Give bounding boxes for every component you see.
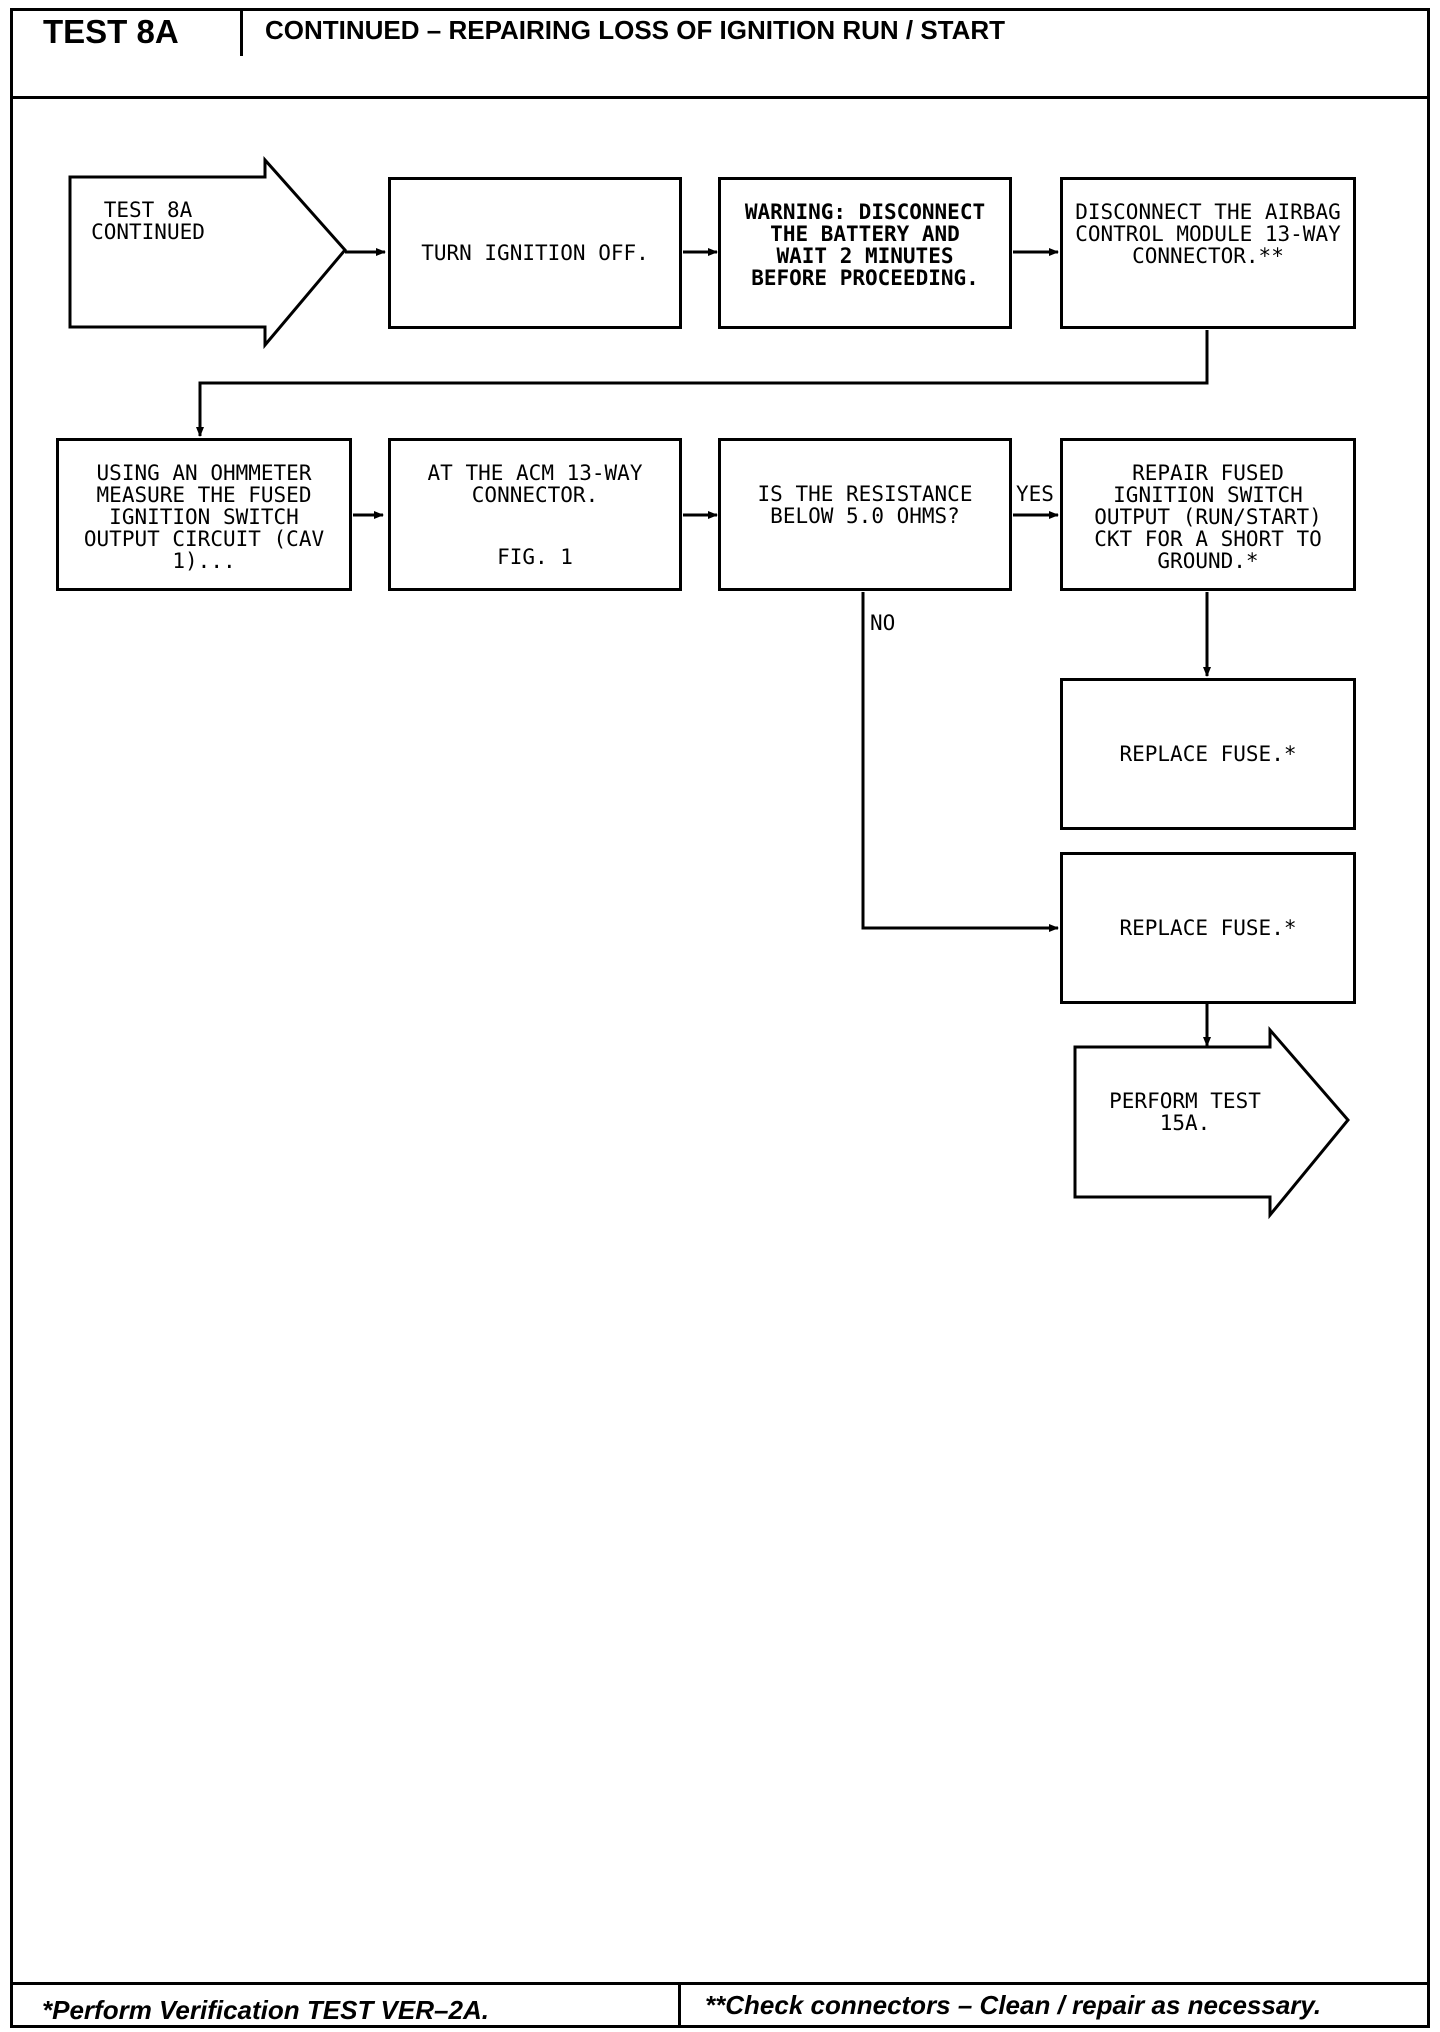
arrow-decision-no xyxy=(861,592,1059,932)
step-warning: WARNING: DISCONNECT THE BATTERY AND WAIT… xyxy=(718,177,1012,329)
step-disconnect-connector: DISCONNECT THE AIRBAG CONTROL MODULE 13-… xyxy=(1060,177,1356,329)
label-no: NO xyxy=(870,611,896,635)
step-replace-fuse-2-text: REPLACE FUSE.* xyxy=(1119,916,1297,940)
decision-resistance: IS THE RESISTANCE BELOW 5.0 OHMS? xyxy=(718,438,1012,591)
step-repair-circuit: REPAIR FUSED IGNITION SWITCH OUTPUT (RUN… xyxy=(1060,438,1356,591)
decision-resistance-text: IS THE RESISTANCE BELOW 5.0 OHMS? xyxy=(757,482,973,528)
step-acm-connector: AT THE ACM 13-WAY CONNECTOR. FIG. 1 xyxy=(388,438,682,591)
step-ohmmeter-text: USING AN OHMMETER MEASURE THE FUSED IGNI… xyxy=(83,461,325,573)
step-replace-fuse-1-text: REPLACE FUSE.* xyxy=(1119,742,1297,766)
step-repair-text: REPAIR FUSED IGNITION SWITCH OUTPUT (RUN… xyxy=(1094,461,1322,573)
step-disconnect-text: DISCONNECT THE AIRBAG CONTROL MODULE 13-… xyxy=(1075,200,1341,268)
footer-divider xyxy=(678,1982,681,2028)
arrow-disconnect-to-ohmmeter xyxy=(196,330,1209,437)
step-replace-fuse-2: REPLACE FUSE.* xyxy=(1060,852,1356,1004)
step-acm-text: AT THE ACM 13-WAY CONNECTOR. xyxy=(427,461,643,507)
step-replace-fuse-1: REPLACE FUSE.* xyxy=(1060,678,1356,830)
start-terminal: TEST 8A CONTINUED xyxy=(91,198,205,244)
step-turn-ignition-off: TURN IGNITION OFF. xyxy=(388,177,682,329)
step-ohmmeter: USING AN OHMMETER MEASURE THE FUSED IGNI… xyxy=(56,438,352,591)
step-turn-ignition-off-text: TURN IGNITION OFF. xyxy=(421,241,649,265)
test-id: TEST 8A xyxy=(13,8,243,56)
page-title: CONTINUED – REPAIRING LOSS OF IGNITION R… xyxy=(265,15,1006,45)
end-arrow-shape xyxy=(1073,1025,1350,1220)
label-yes: YES xyxy=(1016,482,1054,506)
start-arrow-shape xyxy=(68,156,347,350)
step-warning-text: WARNING: DISCONNECT THE BATTERY AND WAIT… xyxy=(744,200,986,290)
end-terminal: PERFORM TEST 15A. xyxy=(1109,1089,1261,1135)
footer-box xyxy=(10,1982,1430,2028)
footer-right-note: **Check connectors – Clean / repair as n… xyxy=(705,1990,1322,2020)
header-box xyxy=(10,8,1430,99)
step-acm-figure-ref: FIG. 1 xyxy=(497,545,573,569)
footer-left-note: *Perform Verification TEST VER–2A. xyxy=(42,1995,489,2025)
